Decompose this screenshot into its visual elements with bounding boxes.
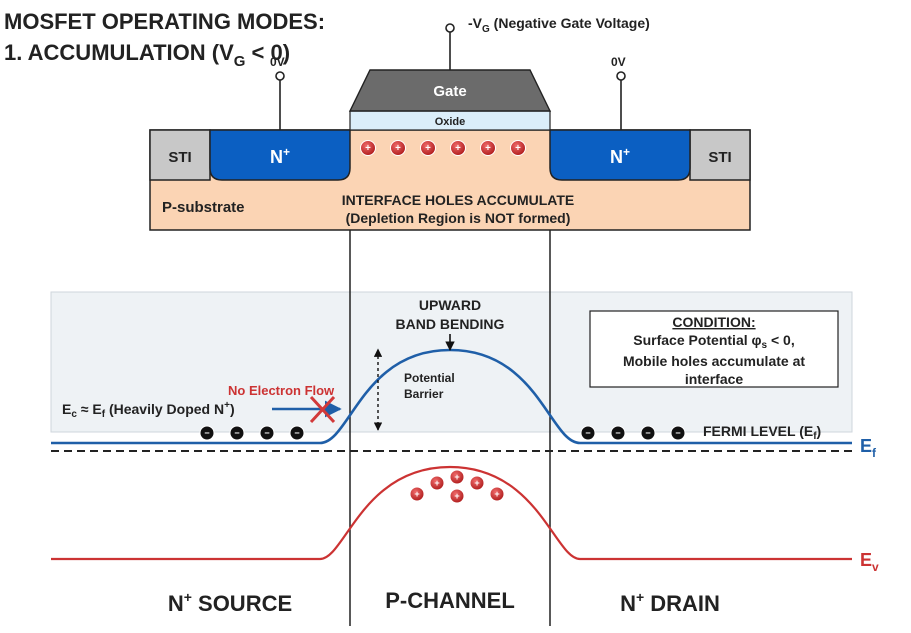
- source-electron: −: [259, 425, 275, 441]
- source-electron: −: [229, 425, 245, 441]
- drain-electron: −: [580, 425, 596, 441]
- interface-holes-caption: INTERFACE HOLES ACCUMULATE: [342, 192, 575, 208]
- condition-box: [589, 310, 839, 388]
- svg-text:−: −: [234, 428, 239, 438]
- svg-text:+: +: [494, 489, 499, 499]
- title-line1: MOSFET OPERATING MODES:: [4, 9, 325, 34]
- svg-text:+: +: [474, 478, 479, 488]
- drain-region-label: N+: [610, 145, 630, 167]
- svg-text:−: −: [645, 428, 650, 438]
- source-electron: −: [289, 425, 305, 441]
- source-terminal: [275, 71, 285, 130]
- condition-title: CONDITION:: [672, 314, 755, 330]
- svg-text:+: +: [454, 491, 459, 501]
- svg-text:+: +: [434, 478, 439, 488]
- n-plus-source-region: [209, 129, 351, 181]
- source-terminal-voltage: 0V: [270, 55, 285, 69]
- drain-region-caption: N+ DRAIN: [620, 589, 720, 616]
- sti-right-label: STI: [708, 149, 731, 166]
- valence-band-holes: + + + + + +: [409, 469, 505, 504]
- drain-terminal-label: 0V: [611, 55, 626, 69]
- n-plus-drain-region: [549, 129, 691, 181]
- gate-terminal-label: -VG (Negative Gate Voltage): [468, 15, 650, 35]
- valence-hole: +: [449, 469, 465, 485]
- svg-text:+: +: [414, 489, 419, 499]
- source-electron: −: [199, 425, 215, 441]
- condition-line2: Mobile holes accumulate at: [623, 353, 805, 369]
- potential-barrier-line2: Barrier: [404, 387, 444, 401]
- interface-hole: +: [390, 140, 406, 156]
- gate-electrode: [348, 69, 552, 112]
- svg-text:+: +: [485, 143, 491, 154]
- svg-text:+: +: [395, 143, 401, 154]
- source-region-label: N+: [270, 145, 290, 167]
- svg-text:−: −: [615, 428, 620, 438]
- valence-hole: +: [469, 475, 485, 491]
- interface-hole: +: [480, 140, 496, 156]
- valence-band-curve: [51, 465, 852, 561]
- channel-region-caption: P-CHANNEL: [385, 588, 515, 613]
- interface-hole: +: [420, 140, 436, 156]
- title-line2: 1. ACCUMULATION (VG < 0): [4, 40, 290, 70]
- interface-hole: +: [510, 140, 526, 156]
- interface-hole: +: [360, 140, 376, 156]
- drain-terminal: [616, 71, 626, 130]
- sti-left-label: STI: [168, 149, 191, 166]
- oxide-label: Oxide: [435, 116, 466, 128]
- interface-holes: + + + + + +: [360, 140, 526, 156]
- source-region-caption: N+ SOURCE: [168, 589, 292, 616]
- sti-left: [149, 129, 211, 181]
- svg-text:−: −: [264, 428, 269, 438]
- valence-hole: +: [409, 486, 425, 502]
- fermi-level-label: FERMI LEVEL (Ef): [703, 423, 821, 442]
- depletion-note: (Depletion Region is NOT formed): [346, 210, 571, 226]
- upward-bending-line2: BAND BENDING: [396, 316, 505, 332]
- svg-text:−: −: [675, 428, 680, 438]
- condition-line1: Surface Potential φs < 0,: [633, 332, 794, 351]
- valence-hole: +: [429, 475, 445, 491]
- drain-electron: −: [610, 425, 626, 441]
- drain-electron: −: [640, 425, 656, 441]
- potential-barrier-line1: Potential: [404, 371, 455, 385]
- gate-label: Gate: [433, 83, 466, 100]
- svg-text:+: +: [365, 143, 371, 154]
- gate-terminal: [445, 23, 455, 70]
- drain-electrons: −−−−: [580, 425, 686, 441]
- upward-bending-line1: UPWARD: [419, 297, 481, 313]
- svg-text:+: +: [455, 143, 461, 154]
- valence-hole: +: [489, 486, 505, 502]
- svg-text:−: −: [294, 428, 299, 438]
- svg-text:+: +: [515, 143, 521, 154]
- drain-electron: −: [670, 425, 686, 441]
- ev-band-label: Ev: [860, 550, 879, 574]
- valence-hole: +: [449, 488, 465, 504]
- ef-band-label: Ef: [860, 436, 877, 460]
- svg-text:+: +: [425, 143, 431, 154]
- no-electron-flow-label: No Electron Flow: [228, 383, 335, 398]
- sti-right: [689, 129, 751, 181]
- interface-hole: +: [450, 140, 466, 156]
- svg-text:−: −: [585, 428, 590, 438]
- blocked-flow-x-icon: [309, 395, 336, 424]
- ec-ef-label: Ec ≈ Ef (Heavily Doped N+): [62, 400, 235, 420]
- svg-text:−: −: [204, 428, 209, 438]
- condition-line3: interface: [685, 371, 744, 387]
- source-electrons: −−−−: [199, 425, 305, 441]
- substrate-label: P-substrate: [162, 199, 245, 216]
- svg-text:+: +: [454, 472, 459, 482]
